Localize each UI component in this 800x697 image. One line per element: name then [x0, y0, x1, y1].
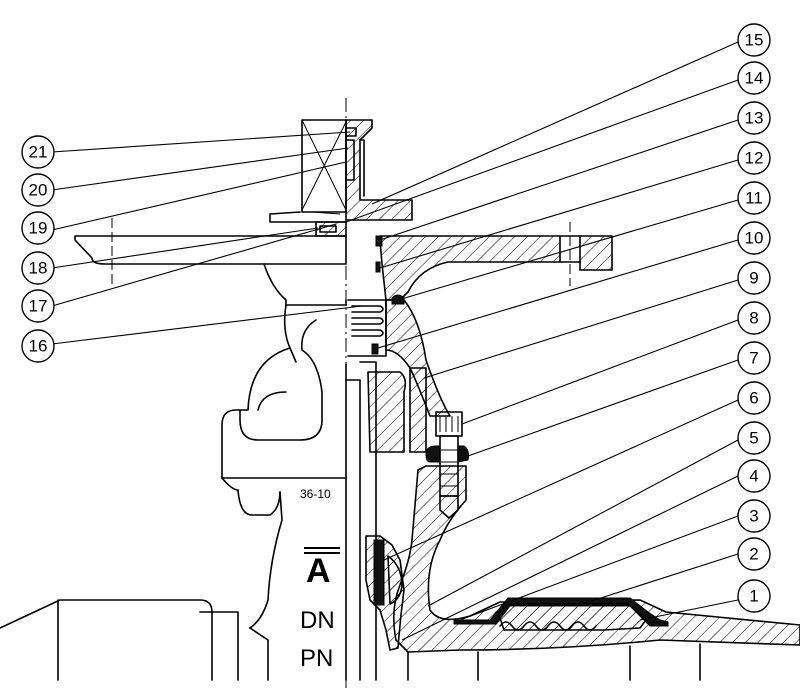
callout-8: 8: [737, 301, 771, 335]
svg-text:15: 15: [745, 31, 764, 50]
svg-text:4: 4: [749, 467, 758, 486]
svg-text:3: 3: [749, 507, 758, 526]
svg-text:18: 18: [29, 259, 48, 278]
svg-text:8: 8: [749, 309, 758, 328]
callout-5: 5: [737, 421, 771, 455]
svg-text:10: 10: [745, 229, 764, 248]
callout-21: 21: [21, 135, 55, 169]
svg-text:21: 21: [29, 143, 48, 162]
callout-2: 2: [737, 537, 771, 571]
callout-1: 1: [737, 579, 771, 613]
callout-17: 17: [21, 289, 55, 323]
callout-7: 7: [737, 341, 771, 375]
dn-text: DN: [300, 607, 335, 634]
svg-text:12: 12: [745, 149, 764, 168]
svg-text:6: 6: [749, 389, 758, 408]
body-markings: 36-10 A DN PN: [300, 487, 340, 672]
svg-text:1: 1: [749, 587, 758, 606]
valve-exterior-view: [0, 119, 361, 681]
callout-9: 9: [737, 261, 771, 295]
svg-text:2: 2: [749, 545, 758, 564]
svg-text:A: A: [306, 552, 331, 590]
callout-20: 20: [21, 173, 55, 207]
callout-12: 12: [737, 141, 771, 175]
size-code-text: 36-10: [300, 487, 331, 501]
svg-text:20: 20: [29, 181, 48, 200]
callout-3: 3: [737, 499, 771, 533]
callout-11: 11: [737, 181, 771, 215]
svg-text:19: 19: [29, 219, 48, 238]
callout-14: 14: [737, 61, 771, 95]
callout-6: 6: [737, 381, 771, 415]
pn-text: PN: [300, 645, 333, 672]
svg-text:17: 17: [29, 297, 48, 316]
leader-lines: [51, 41, 739, 641]
svg-text:5: 5: [749, 429, 758, 448]
callout-16: 16: [21, 329, 55, 363]
manufacturer-logo: A: [304, 547, 340, 590]
svg-text:16: 16: [29, 337, 48, 356]
svg-text:13: 13: [745, 109, 764, 128]
callout-18: 18: [21, 251, 55, 285]
callout-10: 10: [737, 221, 771, 255]
callout-19: 19: [21, 211, 55, 245]
svg-text:7: 7: [749, 349, 758, 368]
callout-4: 4: [737, 459, 771, 493]
svg-text:9: 9: [749, 269, 758, 288]
svg-text:14: 14: [745, 69, 764, 88]
svg-text:11: 11: [745, 189, 763, 208]
callout-13: 13: [737, 101, 771, 135]
valve-section-view: [315, 119, 800, 681]
callout-15: 15: [737, 23, 771, 57]
